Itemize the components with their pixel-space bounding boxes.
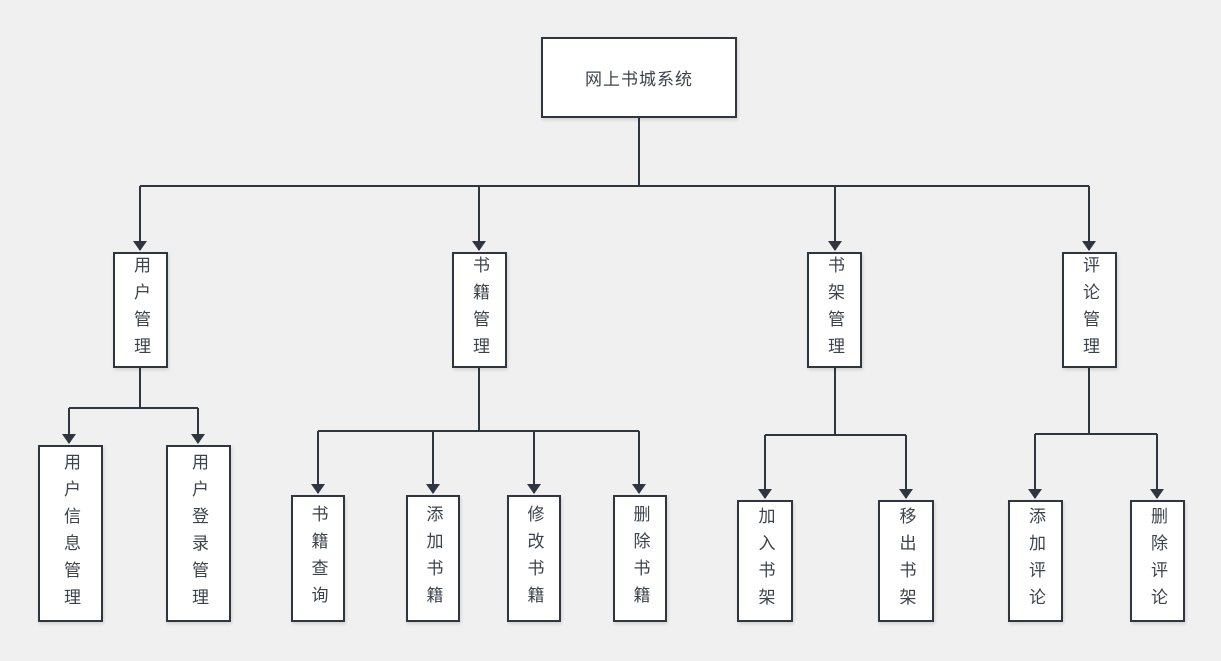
node-user-login-management: 用户登录管理 bbox=[166, 445, 231, 622]
node-delete-book: 删除书籍 bbox=[613, 495, 667, 622]
node-label: 书架管理 bbox=[825, 256, 844, 364]
node-label: 用户信息管理 bbox=[61, 452, 80, 615]
node-user-management: 用户管理 bbox=[113, 252, 168, 368]
node-label: 添加书籍 bbox=[423, 504, 443, 613]
node-add-book: 添加书籍 bbox=[406, 495, 460, 622]
node-label: 删除书籍 bbox=[630, 504, 650, 613]
node-remove-from-shelf: 移出书架 bbox=[878, 500, 934, 622]
node-comment-management: 评论管理 bbox=[1062, 252, 1117, 368]
node-label: 书籍管理 bbox=[470, 256, 489, 364]
node-label: 用户登录管理 bbox=[189, 452, 208, 615]
node-label: 网上书城系统 bbox=[585, 70, 693, 89]
node-book-management: 书籍管理 bbox=[452, 252, 507, 368]
node-label: 修改书籍 bbox=[524, 504, 544, 613]
node-book-search: 书籍查询 bbox=[291, 495, 345, 622]
node-add-to-shelf: 加入书架 bbox=[737, 500, 793, 622]
node-label: 添加评论 bbox=[1026, 507, 1045, 615]
node-label: 移出书架 bbox=[896, 507, 916, 615]
node-label: 加入书架 bbox=[755, 507, 775, 615]
node-shelf-management: 书架管理 bbox=[807, 252, 862, 368]
node-label: 删除评论 bbox=[1148, 507, 1167, 615]
node-online-bookstore-system: 网上书城系统 bbox=[541, 37, 737, 118]
node-user-info-management: 用户信息管理 bbox=[38, 445, 103, 622]
node-delete-comment: 删除评论 bbox=[1130, 500, 1185, 622]
node-label: 用户管理 bbox=[131, 256, 150, 364]
node-label: 书籍查询 bbox=[308, 504, 328, 613]
node-add-comment: 添加评论 bbox=[1008, 500, 1063, 622]
node-edit-book: 修改书籍 bbox=[507, 495, 561, 622]
node-label: 评论管理 bbox=[1080, 256, 1099, 364]
